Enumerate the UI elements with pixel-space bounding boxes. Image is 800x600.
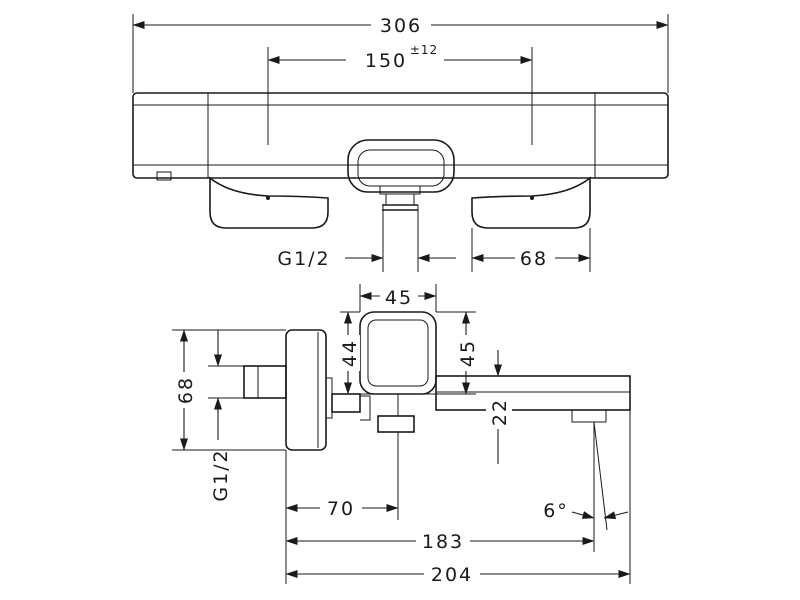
dim-label-204: 204 <box>431 564 473 586</box>
dim-label-68-top: 68 <box>520 248 548 270</box>
dim-label-150: 150 <box>365 50 407 72</box>
wall-connector-side <box>243 365 287 399</box>
handle-lobes-top <box>209 176 591 229</box>
dim-spout-height: 22 <box>486 350 512 464</box>
dim-label-68-side: 68 <box>175 376 197 404</box>
dim-handle-height-right: 45 <box>436 311 479 395</box>
dim-label-306: 306 <box>380 15 422 37</box>
dim-overall-projection: 204 <box>285 563 631 586</box>
top-view: 306 150 ±12 G1/2 68 <box>132 14 669 272</box>
dim-label-tolerance: ±12 <box>410 43 438 57</box>
dim-label-g12-side: G1/2 <box>210 448 232 501</box>
side-view: 45 44 45 22 <box>172 284 631 586</box>
dim-label-angle: 6° <box>543 500 569 522</box>
dim-wall-to-outlet: 70 <box>285 432 399 584</box>
center-control-top <box>347 139 455 211</box>
dim-handle-spacing: 150 ±12 <box>267 43 533 145</box>
wall-flange-side <box>285 329 327 451</box>
dim-label-45-height: 45 <box>457 339 479 367</box>
mixer-body-top <box>132 92 669 181</box>
dim-spout-offset: G1/2 68 <box>277 205 591 272</box>
dim-label-44: 44 <box>339 339 361 367</box>
dim-label-g12-top: G1/2 <box>277 248 330 270</box>
dim-handle-width: 45 <box>359 284 437 312</box>
dim-handle-height-left: 44 <box>336 311 361 395</box>
dim-connection-centers: 68 <box>172 329 286 451</box>
dim-label-45-width: 45 <box>385 287 413 309</box>
spout-side <box>435 375 631 423</box>
dim-label-70: 70 <box>327 498 355 520</box>
dim-projection-outlet: 183 <box>285 530 595 553</box>
outlet-angle-lines: 6° <box>543 410 631 584</box>
dim-connection-thread: G1/2 <box>208 330 244 502</box>
dim-label-22: 22 <box>489 398 511 426</box>
handle-side <box>359 311 437 416</box>
dim-overall-width: 306 <box>132 14 669 93</box>
dim-label-183: 183 <box>422 531 464 553</box>
